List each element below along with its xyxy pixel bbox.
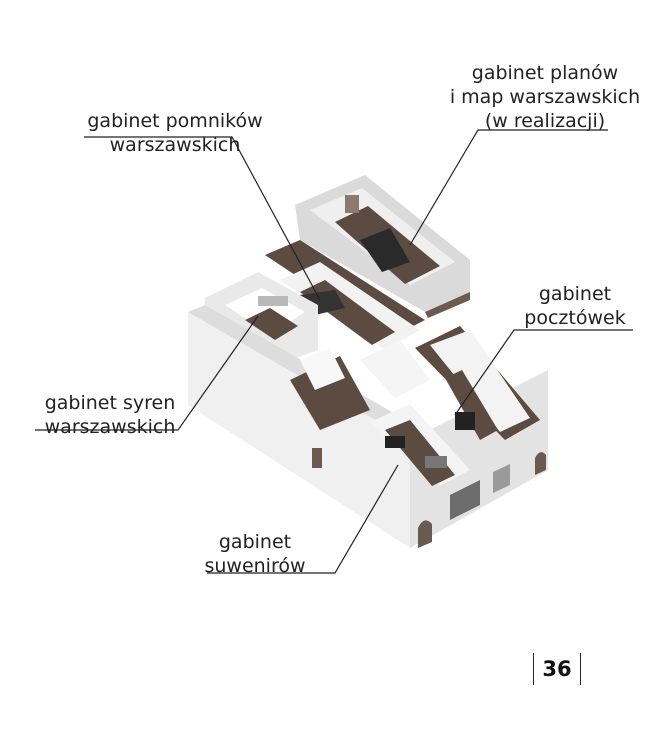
label-plany: gabinet planów i map warszawskich (w rea… xyxy=(449,62,641,132)
leader-pocztowki xyxy=(454,329,633,416)
label-pomniki: gabinet pomników warszawskich xyxy=(87,110,263,156)
page-number: 36 xyxy=(533,653,581,685)
label-pocztowki: gabinet pocztówek xyxy=(524,283,626,329)
leader-plany xyxy=(409,129,608,246)
leader-pomniki xyxy=(84,136,321,301)
leader-suweniry xyxy=(207,464,399,574)
room-plany xyxy=(295,175,470,318)
label-syreny: gabinet syren warszawskich xyxy=(44,392,176,438)
label-suweniry: gabinet suwenirów xyxy=(204,531,306,577)
leader-syreny xyxy=(35,315,259,431)
room-pomniki xyxy=(265,240,425,350)
leader-lines xyxy=(35,129,633,574)
